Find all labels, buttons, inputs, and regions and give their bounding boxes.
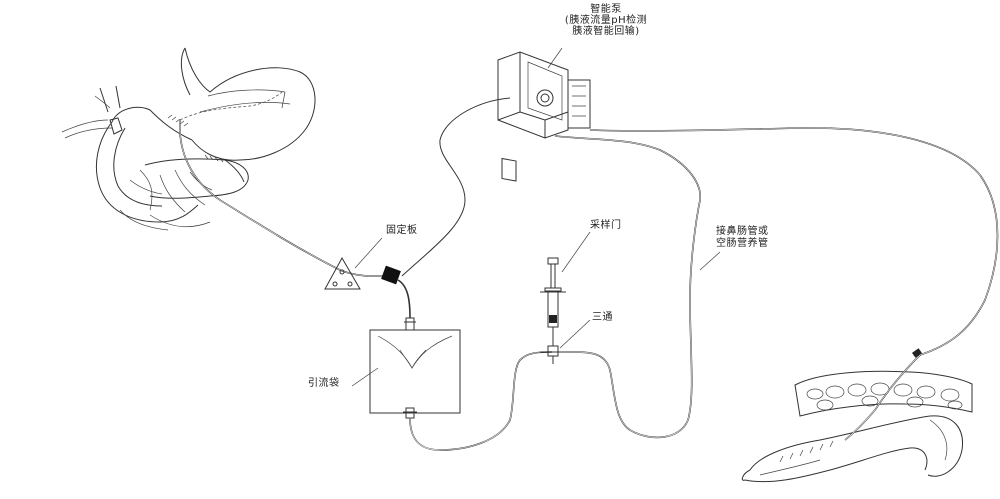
jejunal-tube-label: 接鼻肠管或 空肠营养管 xyxy=(716,226,769,250)
drainage-bag xyxy=(351,317,461,419)
fixing-plate xyxy=(324,237,383,290)
stomach-pancreas-anatomy xyxy=(61,47,316,231)
pump-label-line2: (胰液流量pH检测 xyxy=(564,15,648,26)
sampling-port-label: 采样门 xyxy=(590,220,622,231)
three-way-valve xyxy=(540,319,591,364)
tube-connector-clamp xyxy=(381,265,411,319)
bag-to-three-way-tube xyxy=(409,351,553,451)
jejunal-tube-label-line1: 接鼻肠管或 xyxy=(716,226,769,237)
fixing-plate-label: 固定板 xyxy=(386,225,418,236)
intestine-anatomy xyxy=(741,348,973,483)
pump-signal-cable xyxy=(401,97,511,277)
three-way-to-jejunal-tube xyxy=(554,135,701,439)
smart-pump-device xyxy=(497,47,591,182)
sampling-syringe xyxy=(540,231,591,346)
pump-label-line3: 胰液智能回输) xyxy=(572,26,640,37)
drainage-bag-label: 引流袋 xyxy=(308,378,340,389)
pump-to-intestine-tube xyxy=(589,127,999,356)
pump-label-line1: 智能泵 xyxy=(590,4,622,15)
three-way-label: 三通 xyxy=(592,312,613,323)
pump-label: 智能泵 (胰液流量pH检测 胰液智能回输) xyxy=(560,4,652,37)
drain-catheter xyxy=(179,91,393,278)
jejunal-tube-label-line2: 空肠营养管 xyxy=(716,238,769,249)
